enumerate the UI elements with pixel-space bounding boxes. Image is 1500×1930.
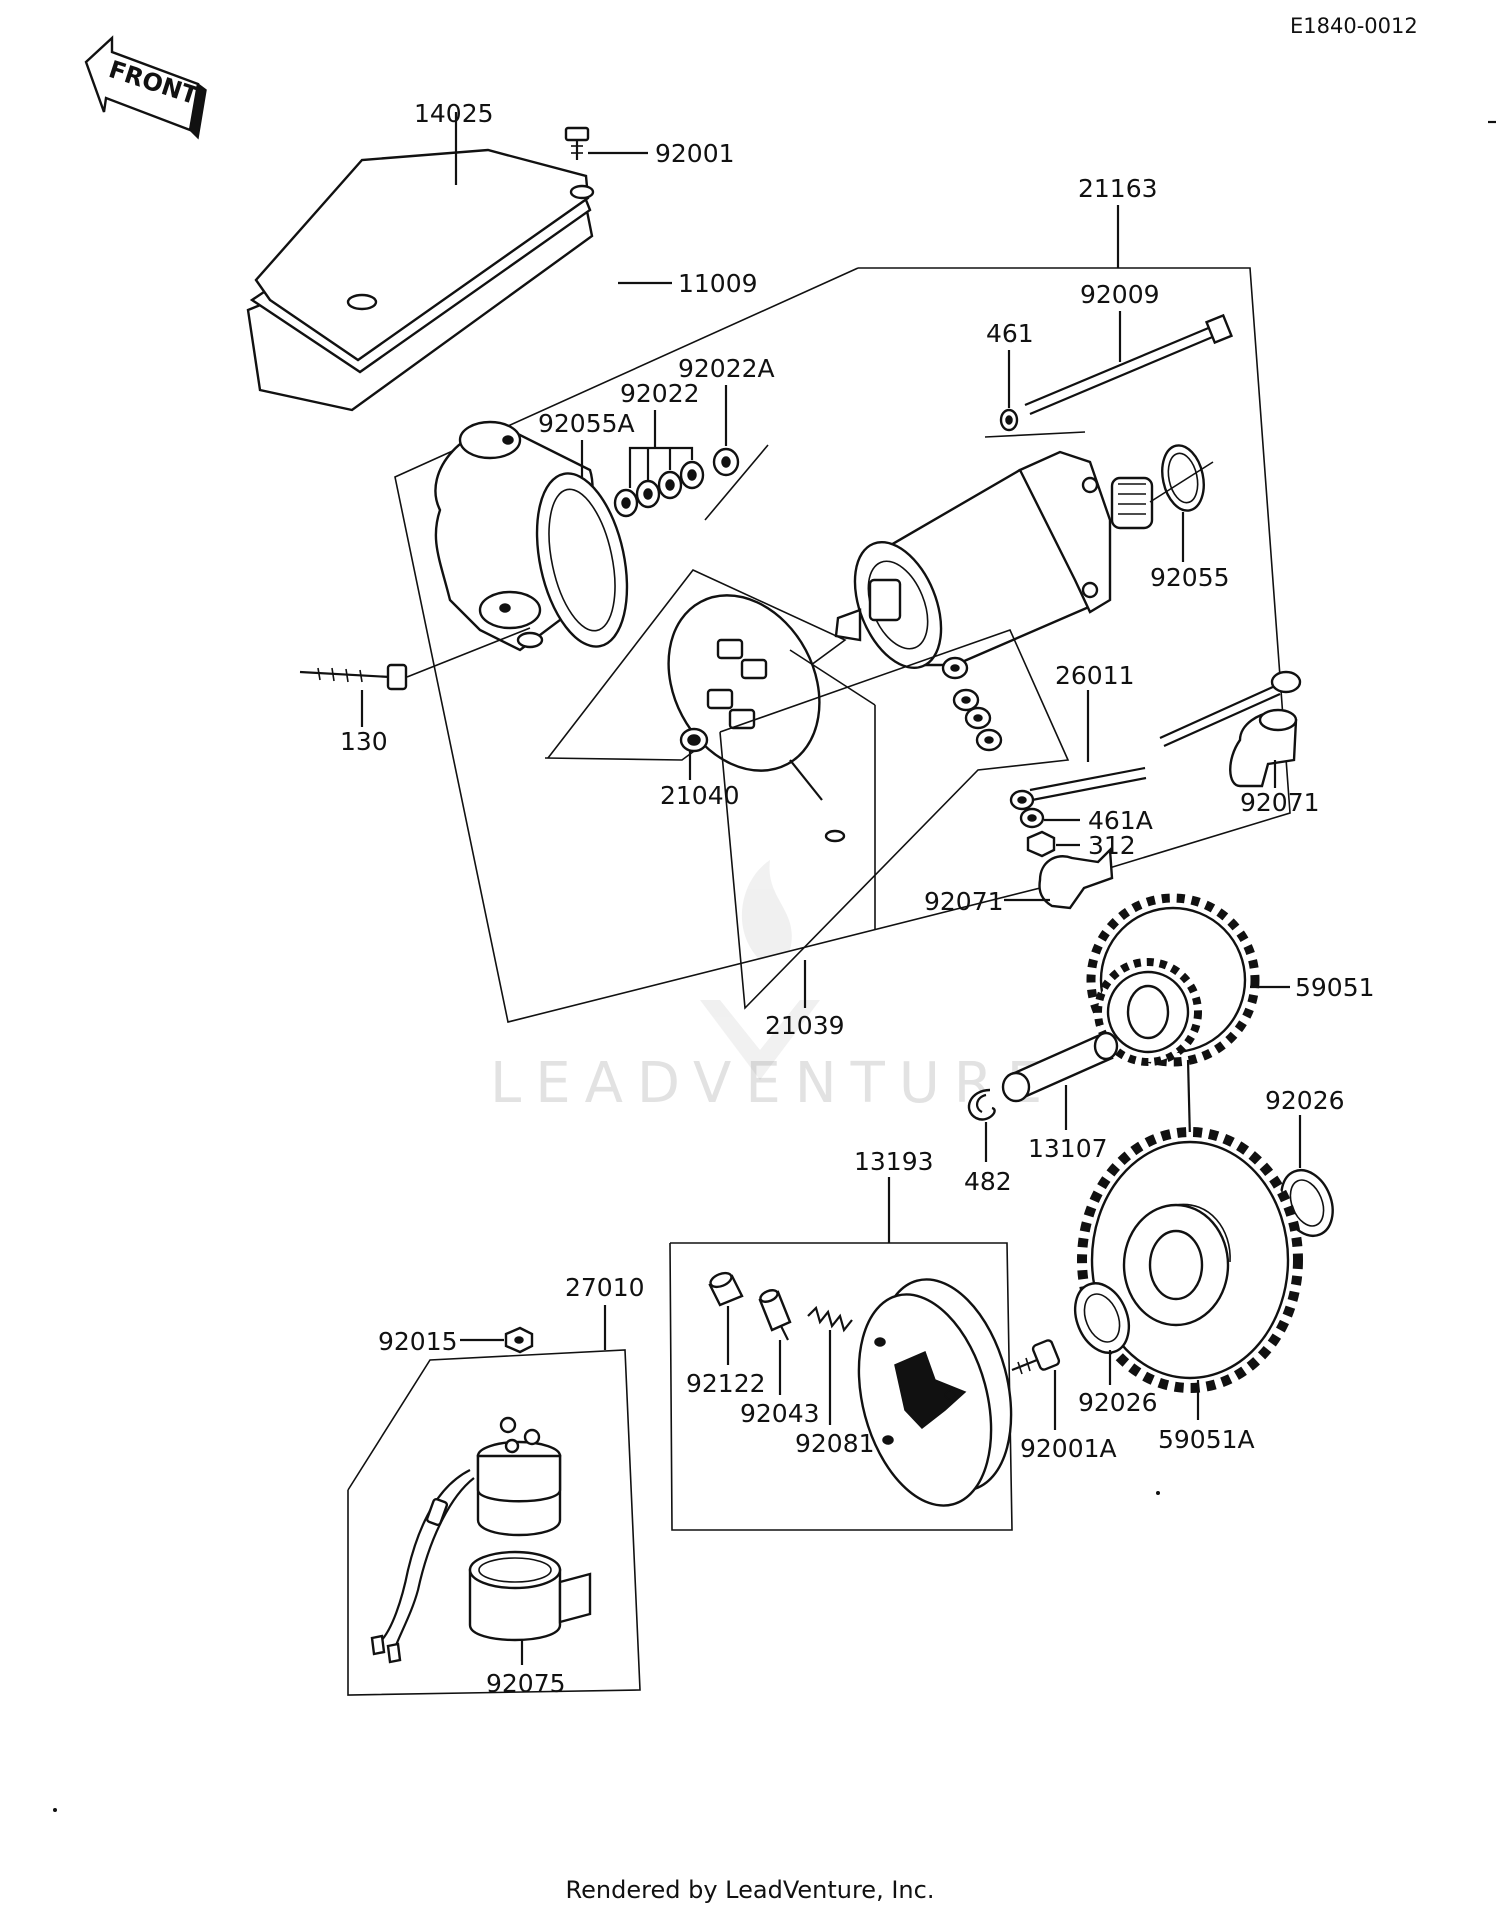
lead-wire-26011 (1029, 670, 1302, 802)
callout-92043: 92043 (740, 1399, 820, 1428)
guide-front-cover (704, 444, 769, 521)
assembly-outline-brush (544, 569, 847, 761)
assembly-outline-21039 (719, 629, 1070, 1010)
callout-13193: 13193 (854, 1147, 934, 1176)
washer-92022A-icon (712, 447, 740, 477)
callout-92022: 92022 (620, 379, 700, 408)
guide-gear-shaft (1186, 1059, 1192, 1141)
callout-92026-upper: 92026 (1265, 1086, 1345, 1115)
bolt-92001-icon (564, 126, 590, 160)
callout-92071-left: 92071 (924, 887, 1004, 916)
front-end-cover (434, 420, 629, 652)
plunger-92043-icon (758, 1289, 792, 1341)
washer-461A-2-icon (1019, 807, 1045, 829)
washer-461-icon (999, 408, 1019, 432)
o-ring-small-icon (824, 829, 846, 843)
watermark-text: LEADVENTURE (490, 1051, 1056, 1116)
callout-59051: 59051 (1295, 973, 1375, 1002)
front-arrow-icon: FRONT (84, 35, 207, 140)
assembly-outline-13193 (669, 1242, 1013, 1531)
bolt-130-icon (299, 663, 408, 691)
roller-92122-icon (708, 1271, 744, 1307)
starter-cover (246, 148, 595, 412)
idler-gear-59051 (1086, 893, 1260, 1067)
callout-13107: 13107 (1028, 1134, 1108, 1163)
callout-92001A: 92001A (1020, 1434, 1117, 1463)
spring-92081-icon (807, 1305, 853, 1333)
through-bolt-92009 (1024, 313, 1234, 416)
guide-92055 (1149, 461, 1214, 503)
relay-cover-92075 (468, 1550, 592, 1642)
o-ring-92055-icon (1161, 444, 1205, 512)
terminal-cap-92071-right (1229, 708, 1298, 788)
callout-130: 130 (340, 727, 388, 756)
callout-92055A: 92055A (538, 409, 635, 438)
washer-461A-icon (1009, 789, 1035, 811)
nut-92015-icon (504, 1326, 534, 1354)
watermark-logo-icon (700, 860, 820, 1080)
starter-motor (834, 450, 1154, 670)
clutch-gear-59051A (1077, 1127, 1303, 1393)
callout-21040: 21040 (660, 781, 740, 810)
speck (53, 1808, 57, 1812)
callout-92009: 92009 (1080, 280, 1160, 309)
callout-11009: 11009 (678, 269, 758, 298)
callout-21163: 21163 (1078, 174, 1158, 203)
callout-92026-lower: 92026 (1078, 1388, 1158, 1417)
callout-59051A: 59051A (1158, 1425, 1255, 1454)
shaft-13107 (1001, 1031, 1119, 1103)
guide-461 (984, 431, 1086, 438)
callout-461: 461 (986, 319, 1034, 348)
callout-92022A: 92022A (678, 354, 775, 383)
speck (1156, 1491, 1160, 1495)
callout-92071-right: 92071 (1240, 788, 1320, 817)
clutch-housing (857, 1278, 1013, 1507)
callout-92075: 92075 (486, 1669, 566, 1698)
brush-plate (667, 594, 823, 801)
callout-21039: 21039 (765, 1011, 845, 1040)
terminal-washers (941, 656, 1003, 752)
bolt-92001A-icon (1011, 1339, 1061, 1375)
callout-92081: 92081 (795, 1429, 875, 1458)
callout-312: 312 (1088, 831, 1136, 860)
leader-92022-bracket (628, 446, 694, 488)
callout-92122: 92122 (686, 1369, 766, 1398)
callout-92001: 92001 (655, 139, 735, 168)
callout-27010: 27010 (565, 1273, 645, 1302)
callout-461A: 461A (1088, 806, 1153, 835)
circlip-482-icon (967, 1088, 996, 1121)
nut-312-icon (1026, 830, 1056, 858)
callout-482: 482 (964, 1167, 1012, 1196)
callout-92015: 92015 (378, 1327, 458, 1356)
terminal-cap-92071-left (1038, 847, 1114, 910)
starter-relay (370, 1416, 562, 1664)
callout-26011: 26011 (1055, 661, 1135, 690)
assembly-outline-27010 (347, 1349, 641, 1696)
diagram-code: E1840-0012 (1290, 14, 1418, 38)
callout-92055: 92055 (1150, 563, 1230, 592)
brush-spring-21040-icon (679, 727, 709, 753)
guide-130 (406, 627, 531, 678)
washer-92026-lower (1073, 1282, 1131, 1354)
footer-credit: Rendered by LeadVenture, Inc. (565, 1876, 935, 1904)
callout-14025: 14025 (414, 99, 494, 128)
guide-terminal (789, 649, 876, 706)
shim-washers-92022 (613, 460, 705, 518)
